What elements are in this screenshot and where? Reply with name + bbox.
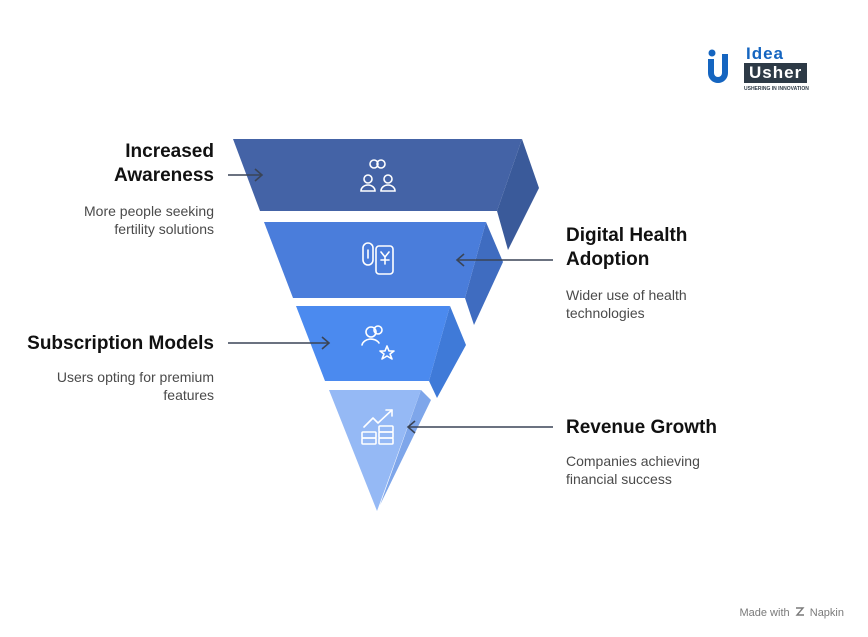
stage-4-desc-line-2: financial success bbox=[566, 471, 672, 487]
stage-2-description: Wider use of health technologies bbox=[566, 286, 766, 322]
stage-1-desc-line-2: fertility solutions bbox=[114, 221, 214, 237]
funnel-tier-2 bbox=[264, 222, 503, 325]
logo-tagline: USHERING IN INNOVATION bbox=[744, 86, 809, 92]
user-star-icon bbox=[361, 325, 395, 360]
stage-1-description: More people seeking fertility solutions bbox=[14, 202, 214, 238]
stage-2-title-line-1: Digital Health bbox=[566, 225, 688, 246]
stage-1-title-line-2: Awareness bbox=[114, 165, 214, 186]
arrow-to-tier-1 bbox=[228, 168, 264, 182]
stage-4-title-line-1: Revenue Growth bbox=[566, 417, 717, 438]
arrow-to-tier-2 bbox=[455, 253, 553, 267]
money-growth-icon bbox=[361, 409, 394, 445]
logo-word-idea: Idea bbox=[746, 44, 785, 63]
stage-3-label: Subscription Models Users opting for pre… bbox=[0, 332, 214, 404]
logo-u-icon bbox=[708, 49, 728, 83]
stage-4-description: Companies achieving financial success bbox=[566, 452, 786, 488]
napkin-text: Napkin bbox=[809, 607, 844, 619]
stage-2-desc-line-2: technologies bbox=[566, 305, 645, 321]
stage-1-title-line-1: Increased bbox=[125, 141, 214, 162]
arrow-to-tier-4 bbox=[406, 420, 553, 434]
stage-4-label: Revenue Growth Companies achieving finan… bbox=[566, 416, 786, 488]
stage-3-description: Users opting for premium features bbox=[0, 368, 214, 404]
stage-2-title: Digital Health Adoption bbox=[566, 224, 766, 272]
logo-word-usher: Usher bbox=[744, 63, 808, 83]
stage-2-desc-line-1: Wider use of health bbox=[566, 287, 687, 303]
napkin-credit[interactable]: Made with Napkin bbox=[739, 606, 844, 619]
stage-3-desc-line-2: features bbox=[163, 387, 214, 403]
stage-3-title: Subscription Models bbox=[0, 332, 214, 356]
stage-2-title-line-2: Adoption bbox=[566, 249, 650, 270]
funnel-tier-3 bbox=[296, 306, 466, 398]
stage-1-desc-line-1: More people seeking bbox=[84, 203, 214, 219]
brand-logo: Idea Usher USHERING IN INNOVATION bbox=[706, 44, 818, 94]
arrow-to-tier-3 bbox=[228, 336, 331, 350]
stage-2-label: Digital Health Adoption Wider use of hea… bbox=[566, 224, 766, 322]
stage-1-title: Increased Awareness bbox=[14, 140, 214, 188]
made-with-text: Made with bbox=[739, 607, 790, 619]
stage-3-title-line-1: Subscription Models bbox=[27, 333, 214, 354]
funnel-tier-4 bbox=[329, 390, 431, 511]
napkin-logo-icon bbox=[795, 606, 805, 619]
funnel-tier-1 bbox=[233, 139, 539, 250]
stage-3-desc-line-1: Users opting for premium bbox=[56, 369, 214, 385]
mobile-payment-icon bbox=[362, 242, 394, 275]
stage-4-title: Revenue Growth bbox=[566, 416, 786, 440]
couple-rings-icon bbox=[360, 159, 396, 192]
stage-4-desc-line-1: Companies achieving bbox=[566, 453, 700, 469]
stage-1-label: Increased Awareness More people seeking … bbox=[14, 140, 214, 238]
